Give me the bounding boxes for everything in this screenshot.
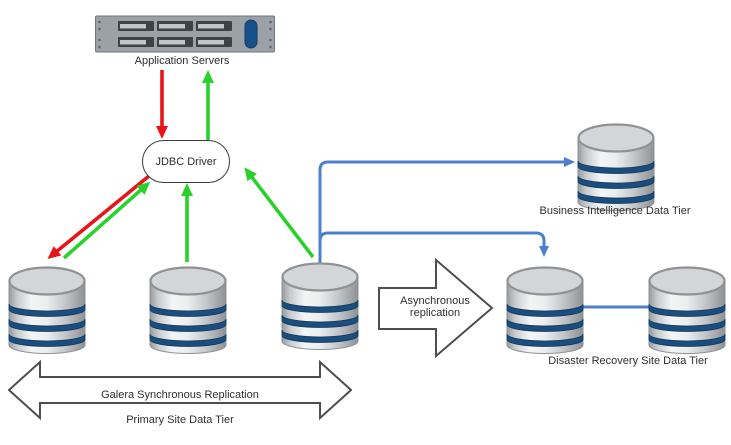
disaster-recovery-db-1-icon xyxy=(506,262,584,354)
edge-primary-db3-to-jdbc xyxy=(244,167,315,259)
async-replication-label: Asynchronous replication xyxy=(375,295,495,319)
disaster-recovery-label: Disaster Recovery Site Data Tier xyxy=(548,355,708,367)
edge-primary-db1-to-jdbc xyxy=(62,181,151,260)
business-intelligence-db-icon xyxy=(577,119,655,211)
async-replication-label-line1: Asynchronous xyxy=(400,295,470,307)
jdbc-driver-label: JDBC Driver xyxy=(155,155,217,168)
disaster-recovery-db-2-icon xyxy=(648,262,726,354)
edge-primary-db3-to-dr xyxy=(318,231,549,257)
galera-replication-arrow-shape xyxy=(8,359,352,421)
primary-db-3-icon xyxy=(281,258,359,350)
app-servers-label: Application Servers xyxy=(134,55,230,67)
galera-replication-label: Galera Synchronous Replication xyxy=(101,389,259,401)
business-intelligence-label: Business Intelligence Data Tier xyxy=(539,205,691,217)
primary-db-2-icon xyxy=(149,262,227,354)
server-rack-icon xyxy=(95,15,275,53)
async-replication-arrow-shape xyxy=(378,258,494,358)
primary-db-1-icon xyxy=(8,262,86,354)
primary-site-label: Primary Site Data Tier xyxy=(126,414,234,426)
async-replication-label-line2: replication xyxy=(409,307,461,319)
edge-primary-db3-to-bi xyxy=(318,157,575,263)
edge-jdbc-to-primary-db1 xyxy=(47,174,151,259)
jdbc-driver-node: JDBC Driver xyxy=(142,140,230,183)
